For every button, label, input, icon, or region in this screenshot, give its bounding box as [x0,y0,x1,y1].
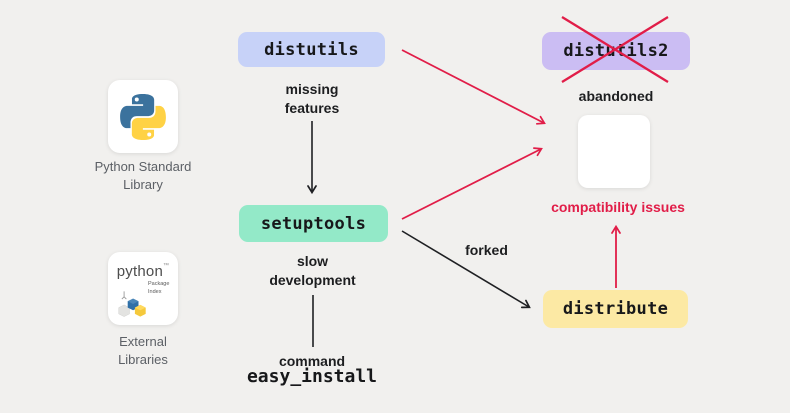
edge-distutils-compatibility [401,49,546,125]
node-distutils2: distutils2 [542,32,690,70]
easy-install-label: easy_install [246,366,378,387]
edge-setuptools-compatibility [401,147,543,220]
python-standard-library-card [108,80,178,153]
forked-label: forked [465,242,508,258]
blank-card [578,115,650,188]
pypi-subtitle: Package Index [148,281,170,296]
pypi-logo-icon: python™ Package Index [108,252,178,325]
abandoned-label: abandoned [578,88,654,104]
trademark-symbol: ™ [163,263,170,269]
command-label: command [278,353,346,369]
missing-features-label: missing features [284,81,340,116]
node-distutils: distutils [238,32,385,67]
pypi-wordmark: python™ [116,263,170,280]
pypi-cubes-icon [118,291,146,317]
python-logo-icon [120,93,166,140]
slow-development-label: slow development [269,253,356,288]
pypi-card: python™ Package Index [108,252,178,325]
python-standard-library-label: Python Standard Library [94,159,192,193]
compatibility-issues-label: compatibility issues [551,199,685,215]
external-libraries-label: External Libraries [118,334,168,368]
node-distribute: distribute [543,290,688,328]
node-setuptools: setuptools [239,205,388,242]
